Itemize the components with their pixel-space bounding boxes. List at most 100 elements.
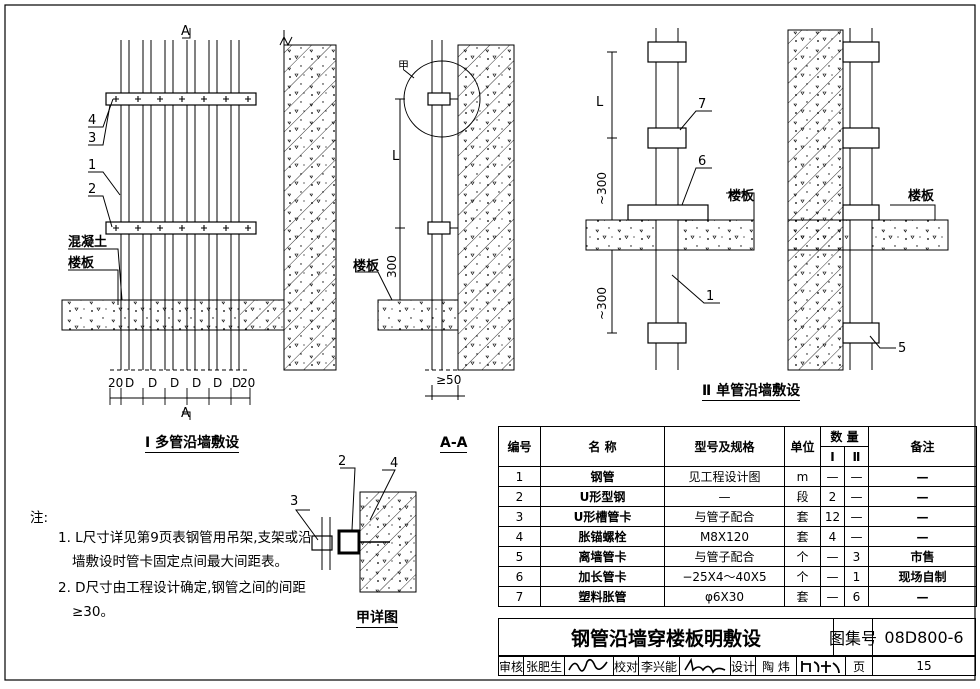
drawing-title: 钢管沿墙穿楼板明敷设 <box>498 618 834 656</box>
col-remark: 备注 <box>868 426 977 467</box>
caption-detail-jia: 甲详图 <box>356 610 398 629</box>
table-cell-unit: m <box>784 466 821 487</box>
dim-l-right: L <box>596 95 604 110</box>
sheet-border <box>4 4 976 681</box>
table-cell-spec: 见工程设计图 <box>664 466 785 487</box>
table-cell-remark: — <box>868 506 977 527</box>
table-cell-unit: 段 <box>784 486 821 507</box>
col-no: 编号 <box>498 426 541 467</box>
dim-50-section: ≥50 <box>436 373 462 387</box>
table-cell-name: 钢管 <box>540 466 665 487</box>
dim-300-lower: ~300 <box>595 287 609 320</box>
reviewer: 张肥生 <box>523 656 565 676</box>
right-callout-5: 5 <box>898 341 907 356</box>
table-cell-unit: 个 <box>784 546 821 567</box>
note-1-line-2: 墙敷设时管卡固定点间最大间距表。 <box>72 554 288 570</box>
signature-mark <box>801 661 840 674</box>
dim-d-5: D <box>213 376 223 390</box>
caption-multi-pipe: Ⅰ 多管沿墙敷设 <box>145 435 240 454</box>
table-cell-q2: — <box>844 526 869 547</box>
table-cell-no: 1 <box>498 466 541 487</box>
dim-300-upper: ~300 <box>595 172 609 205</box>
signature-mark <box>568 658 608 672</box>
callout-3: 3 <box>88 131 97 146</box>
table-cell-name: U形槽管卡 <box>540 506 665 527</box>
table-cell-name: 塑料胀管 <box>540 586 665 607</box>
section-aa-view <box>355 40 515 400</box>
table-cell-no: 4 <box>498 526 541 547</box>
table-header-row: 编号 名 称 型号及规格 单位 数 量 备注 <box>498 426 977 467</box>
reviewer-signature <box>564 656 614 676</box>
right-callout-7: 7 <box>698 97 707 112</box>
label-slab-right-1: 楼板 <box>728 189 755 204</box>
dim-l-section: L <box>392 149 400 164</box>
col-spec: 型号及规格 <box>664 426 785 467</box>
table-cell-unit: 套 <box>784 506 821 527</box>
callout-4: 4 <box>88 113 97 128</box>
dim-300-section: 300 <box>385 255 399 278</box>
detail-jia-view <box>295 467 417 593</box>
caption-aa: A-A <box>440 435 468 454</box>
dim-d-2: D <box>148 376 158 390</box>
table-cell-remark: 市售 <box>868 546 977 567</box>
table-cell-remark: — <box>868 586 977 607</box>
table-cell-remark: — <box>868 486 977 507</box>
table-cell-no: 5 <box>498 546 541 567</box>
designer-signature <box>796 656 846 676</box>
checker-signature <box>679 656 731 676</box>
table-cell-name: 加长管卡 <box>540 566 665 587</box>
atlas-label: 图集号 <box>829 618 877 656</box>
detail-mark-jia: 甲 <box>398 59 409 72</box>
section-mark-top: A <box>181 24 190 39</box>
table-cell-spec: — <box>664 486 785 507</box>
table-cell-q2: — <box>844 486 869 507</box>
label-slab-section: 楼板 <box>353 259 380 274</box>
table-cell-q1: — <box>820 466 845 487</box>
label-slab-left: 楼板 <box>68 256 95 271</box>
table-cell-remark: 现场自制 <box>868 566 977 587</box>
table-cell-q1: 4 <box>820 526 845 547</box>
page-label: 页 <box>845 656 873 676</box>
dim-d-1: D <box>125 376 135 390</box>
detail-callout-2: 2 <box>338 454 347 469</box>
table-cell-spec: 与管子配合 <box>664 506 785 527</box>
detail-callout-3: 3 <box>290 494 299 509</box>
table-cell-spec: −25X4～40X5 <box>664 566 785 587</box>
dim-d-6: D <box>232 376 242 390</box>
table-cell-q2: 6 <box>844 586 869 607</box>
col-unit: 单位 <box>784 426 821 467</box>
table-cell-remark: — <box>868 466 977 487</box>
table-cell-spec: 与管子配合 <box>664 546 785 567</box>
col-qty-ii: Ⅱ <box>844 446 869 467</box>
atlas-number: 08D800-6 <box>872 618 976 656</box>
dim-20-right: 20 <box>240 376 256 390</box>
label-concrete: 混凝土 <box>68 235 108 250</box>
check-label: 校对 <box>613 656 639 676</box>
table-cell-no: 2 <box>498 486 541 507</box>
table-cell-q2: — <box>844 506 869 527</box>
page-number: 15 <box>872 656 976 676</box>
single-pipe-view <box>585 28 949 371</box>
table-cell-unit: 套 <box>784 526 821 547</box>
table-cell-q1: 12 <box>820 506 845 527</box>
table-cell-q1: — <box>820 586 845 607</box>
dim-d-3: D <box>170 376 180 390</box>
table-cell-name: U形型钢 <box>540 486 665 507</box>
label-slab-right-2: 楼板 <box>908 189 935 204</box>
checker: 李兴能 <box>638 656 680 676</box>
col-qty-i: Ⅰ <box>820 446 845 467</box>
table-cell-unit: 套 <box>784 586 821 607</box>
callout-2: 2 <box>88 182 97 197</box>
caption-single-pipe: Ⅱ 单管沿墙敷设 <box>702 383 801 402</box>
table-cell-remark: — <box>868 526 977 547</box>
table-cell-unit: 个 <box>784 566 821 587</box>
sign-row: 审核 张肥生 校对 李兴能 设计 陶 炜 页 15 <box>498 656 976 676</box>
table-cell-no: 6 <box>498 566 541 587</box>
note-1-line-1: 1. L尺寸详见第9页表钢管用吊架,支架或沿 <box>58 530 312 546</box>
